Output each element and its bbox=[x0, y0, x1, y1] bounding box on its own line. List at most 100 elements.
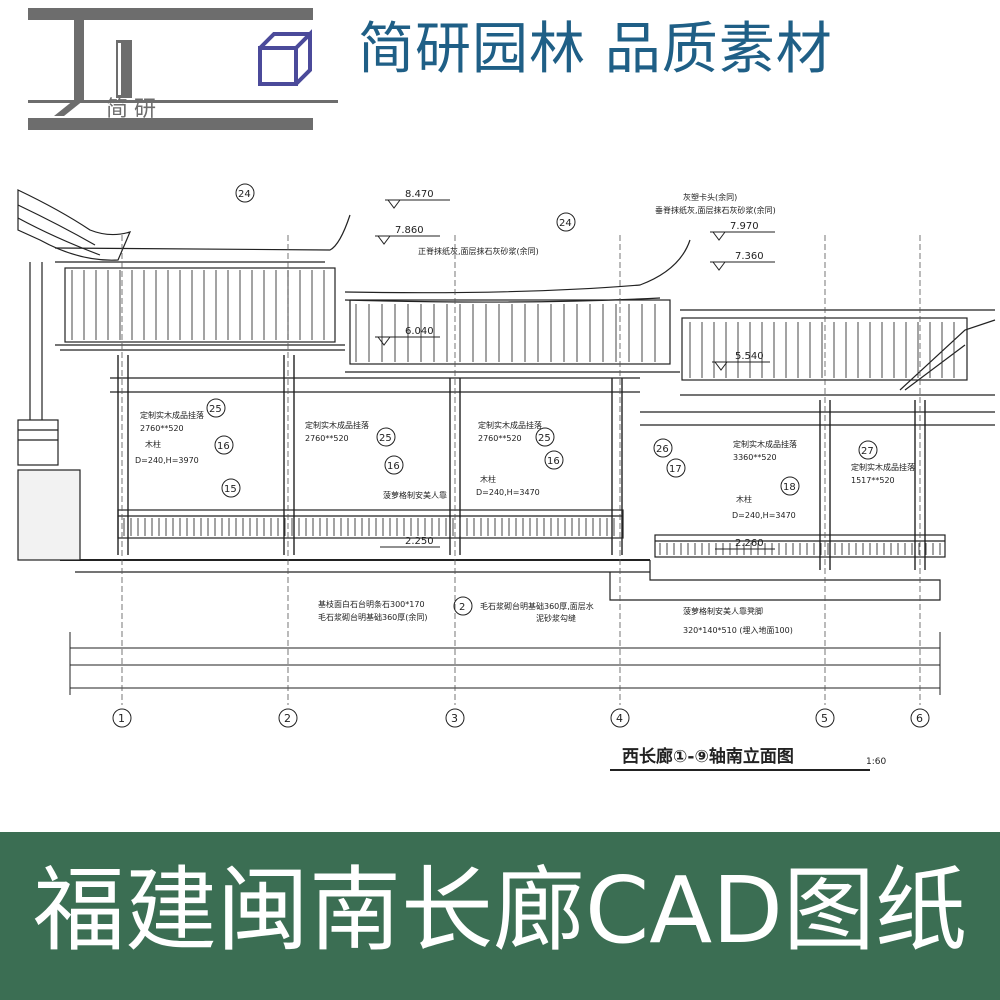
svg-text:7.360: 7.360 bbox=[735, 251, 764, 262]
axis-marker: 2 bbox=[278, 708, 298, 728]
note-hanging: 定制实木成品挂落 bbox=[851, 462, 915, 472]
cube-icon bbox=[258, 29, 312, 86]
axis-lines bbox=[121, 235, 921, 705]
note-ridge-end: 灰塑卡头(余同) bbox=[683, 192, 737, 202]
note-hanging: 定制实木成品挂落 bbox=[140, 410, 204, 420]
svg-text:3: 3 bbox=[451, 712, 458, 725]
note-bench: 菠萝格制安美人靠 bbox=[383, 490, 447, 500]
svg-text:6: 6 bbox=[916, 712, 923, 725]
svg-text:2: 2 bbox=[459, 602, 465, 613]
logo-left-post bbox=[74, 8, 84, 100]
dimension-lines bbox=[69, 632, 941, 695]
svg-text:24: 24 bbox=[559, 218, 572, 229]
note-column-size: D=240,H=3970 bbox=[135, 456, 199, 465]
elevation-mark: 7.970 bbox=[710, 221, 775, 241]
svg-text:24: 24 bbox=[238, 189, 251, 200]
callout-bubble: 25 bbox=[206, 398, 226, 418]
note-roof-ridge: 正脊抹纸灰,面层抹石灰砂浆(余同) bbox=[418, 246, 539, 256]
svg-text:7.860: 7.860 bbox=[395, 225, 424, 236]
main-roof-middle bbox=[344, 239, 691, 365]
svg-text:1: 1 bbox=[118, 712, 125, 725]
svg-text:7.970: 7.970 bbox=[730, 221, 759, 232]
annotations: 正脊抹纸灰,面层抹石灰砂浆(余同) 灰塑卡头(余同) 垂脊抹纸灰,面层抹石灰砂浆… bbox=[135, 192, 915, 635]
note-hanging-size: 2760**520 bbox=[478, 434, 522, 443]
elevation-mark: 8.470 bbox=[385, 189, 450, 209]
callout-bubble: 27 bbox=[858, 440, 878, 460]
elevation-mark: 7.360 bbox=[710, 251, 775, 271]
axis-marker: 4 bbox=[610, 708, 630, 728]
note-hanging-size: 3360**520 bbox=[733, 453, 777, 462]
note-column: 木柱 bbox=[736, 494, 752, 504]
svg-text:25: 25 bbox=[209, 404, 222, 415]
svg-text:17: 17 bbox=[669, 464, 682, 475]
note-column-size: D=240,H=3470 bbox=[732, 511, 796, 520]
callout-bubble: 24 bbox=[235, 183, 255, 203]
elevation-markers: 8.470 7.860 7.970 7.360 6.040 5.540 bbox=[375, 189, 775, 550]
callout-bubble: 24 bbox=[556, 212, 576, 232]
logo-bottom-bar bbox=[28, 118, 313, 130]
note-base: 泥砂浆勾缝 bbox=[536, 613, 576, 623]
axis-marker: 6 bbox=[910, 708, 930, 728]
axis-markers: 1 2 3 4 5 6 bbox=[112, 708, 930, 728]
note-column-size: D=240,H=3470 bbox=[476, 488, 540, 497]
svg-text:2.260: 2.260 bbox=[735, 538, 764, 549]
note-hanging-size: 2760**520 bbox=[305, 434, 349, 443]
note-hanging-size: 2760**520 bbox=[140, 424, 184, 433]
main-roof-right bbox=[680, 309, 996, 391]
svg-text:16: 16 bbox=[217, 441, 230, 452]
elevation-drawing: 8.470 7.860 7.970 7.360 6.040 5.540 bbox=[17, 183, 996, 771]
elevation-mark: 6.040 bbox=[375, 326, 440, 346]
callout-bubble: 15 bbox=[221, 478, 241, 498]
note-column: 木柱 bbox=[480, 474, 496, 484]
logo-floor-shadow bbox=[54, 100, 84, 116]
logo-door-frame bbox=[118, 43, 121, 95]
elevation-mark: 7.860 bbox=[375, 225, 440, 245]
note-base: 基枝面白石台明条石300*170 bbox=[318, 599, 425, 609]
svg-text:26: 26 bbox=[656, 444, 669, 455]
callout-bubble: 25 bbox=[376, 427, 396, 447]
main-roof-left bbox=[54, 214, 351, 346]
callout-bubble: 25 bbox=[535, 427, 555, 447]
railing-right bbox=[654, 534, 946, 558]
columns bbox=[117, 355, 926, 570]
note-hanging: 定制实木成品挂落 bbox=[305, 420, 369, 430]
note-bench-leg-size: 320*140*510 (埋入地面100) bbox=[683, 625, 793, 635]
svg-text:8.470: 8.470 bbox=[405, 189, 434, 200]
brand-title: 简研园林 品质素材 bbox=[358, 17, 833, 82]
svg-text:18: 18 bbox=[783, 482, 796, 493]
svg-text:5.540: 5.540 bbox=[735, 351, 764, 362]
banner-title: 福建闽南长廊CAD图纸 bbox=[32, 857, 968, 964]
note-hanging: 定制实木成品挂落 bbox=[733, 439, 797, 449]
title-banner: 福建闽南长廊CAD图纸 bbox=[0, 832, 1000, 1000]
drawing-title: 西长廊①-⑨轴南立面图 bbox=[622, 746, 794, 767]
svg-text:2.250: 2.250 bbox=[405, 536, 434, 547]
brand-logo: 简研 bbox=[28, 8, 338, 130]
logo-top-bar bbox=[28, 8, 313, 20]
note-hanging-size: 1517**520 bbox=[851, 476, 895, 485]
elevation-mark: 2.250 bbox=[380, 536, 440, 548]
svg-text:27: 27 bbox=[861, 446, 874, 457]
axis-marker: 1 bbox=[112, 708, 132, 728]
railing-left bbox=[117, 509, 624, 539]
svg-text:16: 16 bbox=[387, 461, 400, 472]
svg-text:2: 2 bbox=[284, 712, 291, 725]
svg-text:16: 16 bbox=[547, 456, 560, 467]
elevation-mark: 5.540 bbox=[712, 351, 770, 371]
axis-marker: 3 bbox=[445, 708, 465, 728]
svg-text:25: 25 bbox=[538, 433, 551, 444]
callout-bubble: 16 bbox=[384, 455, 404, 475]
header: 简研 简研园林 品质素材 bbox=[0, 0, 1000, 140]
note-hanging: 定制实木成品挂落 bbox=[478, 420, 542, 430]
callout-bubble: 18 bbox=[780, 476, 800, 496]
axis-marker: 5 bbox=[815, 708, 835, 728]
callout-bubble: 2 bbox=[453, 596, 473, 616]
callout-bubble: 16 bbox=[214, 435, 234, 455]
callout-bubble: 17 bbox=[666, 458, 686, 478]
svg-text:5: 5 bbox=[821, 712, 828, 725]
left-pavilion bbox=[17, 189, 132, 466]
elevation-mark: 2.260 bbox=[715, 538, 775, 550]
svg-text:6.040: 6.040 bbox=[405, 326, 434, 337]
note-bench-leg: 菠萝格制安美人靠凳脚 bbox=[683, 606, 763, 616]
callout-bubble: 16 bbox=[544, 450, 564, 470]
note-base: 毛石浆砌台明基础360厚,面层水 bbox=[480, 601, 594, 611]
